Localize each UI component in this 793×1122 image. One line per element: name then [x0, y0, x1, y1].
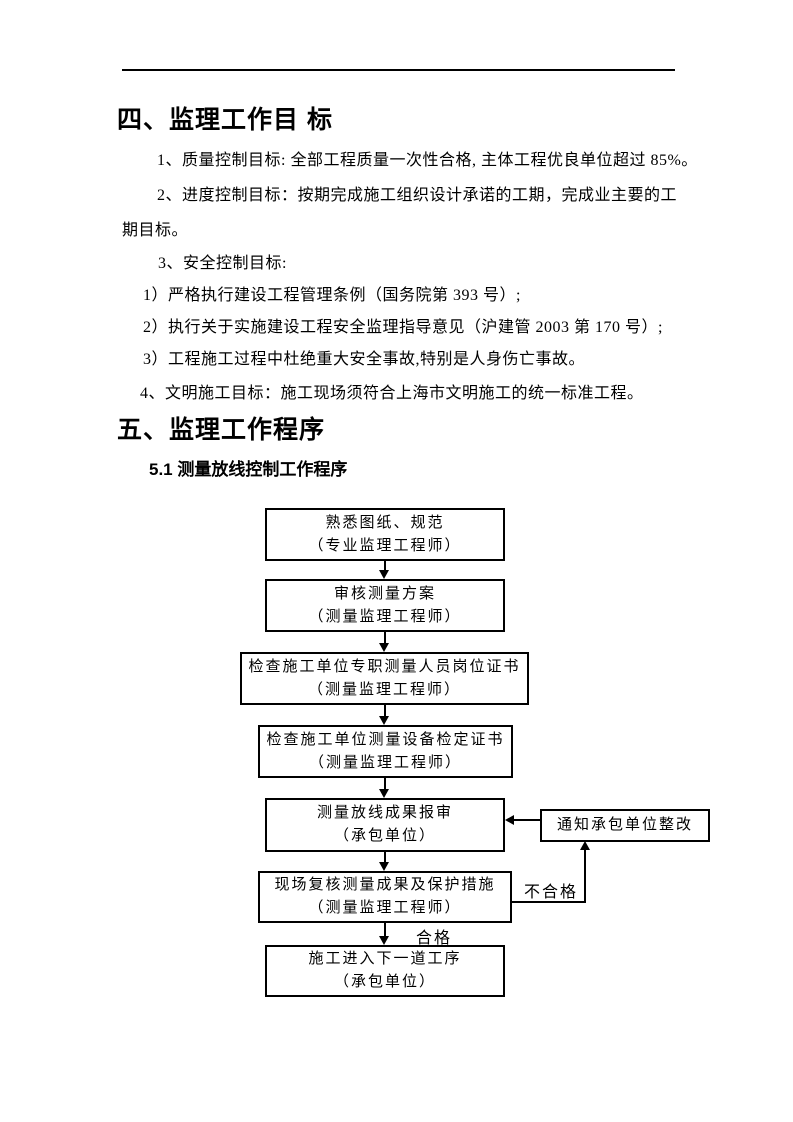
paragraph-civilized-construction-objective: 4、文明施工目标：施工现场须符合上海市文明施工的统一标准工程。 — [140, 385, 644, 402]
fail-path-horizontal-line — [512, 901, 586, 903]
flow-box-familiarize-drawings-line1: 熟悉图纸、规范 — [325, 514, 445, 531]
arrow-down-2-icon — [379, 643, 389, 652]
paragraph-safety-item-1: 1）严格执行建设工程管理条例（国务院第 393 号）; — [143, 287, 521, 304]
arrow-down-4-icon — [379, 789, 389, 798]
flow-box-survey-result-submission-line2: （承包单位） — [333, 828, 436, 844]
flow-box-familiarize-drawings-line2: （专业监理工程师） — [308, 537, 462, 554]
section4-title: 四、监理工作目 标 — [117, 106, 333, 134]
flow-box-review-survey-plan-line2: （测量监理工程师） — [308, 608, 462, 625]
label-fail: 不合格 — [524, 884, 579, 901]
flow-box-next-process-line2: （承包单位） — [333, 974, 436, 990]
fail-path-vertical-line — [584, 849, 586, 903]
header-rule — [122, 69, 675, 71]
arrow-down-6-line — [384, 923, 386, 937]
section5-title: 五、监理工作程序 — [117, 416, 326, 444]
flow-box-check-surveyor-certificates-line1: 检查施工单位专职测量人员岗位证书 — [248, 658, 521, 675]
flow-box-survey-result-submission: 测量放线成果报审 （承包单位） — [265, 798, 505, 852]
flow-box-review-survey-plan-line1: 审核测量方案 — [333, 585, 436, 602]
arrow-down-3-line — [384, 705, 386, 717]
arrow-left-icon — [505, 815, 514, 825]
flow-box-check-equipment-certificates-line2: （测量监理工程师） — [308, 754, 462, 771]
arrow-down-5-icon — [379, 862, 389, 871]
paragraph-safety-item-2: 2）执行关于实施建设工程安全监理指导意见（沪建管 2003 第 170 号）; — [143, 319, 663, 336]
flow-box-notify-rectification: 通知承包单位整改 — [540, 809, 710, 842]
flow-box-site-recheck-line2: （测量监理工程师） — [308, 900, 462, 916]
flow-box-next-process-line1: 施工进入下一道工序 — [308, 951, 462, 967]
paragraph-safety-objective: 3、安全控制目标: — [158, 255, 287, 272]
arrow-down-1-icon — [379, 570, 389, 579]
flow-box-site-recheck-line1: 现场复核测量成果及保护措施 — [274, 877, 496, 893]
flow-box-review-survey-plan: 审核测量方案 （测量监理工程师） — [265, 579, 505, 632]
paragraph-schedule-objective-wrap: 期目标。 — [122, 222, 189, 239]
arrow-down-2-line — [384, 632, 386, 644]
paragraph-safety-item-3: 3）工程施工过程中杜绝重大安全事故,特别是人身伤亡事故。 — [143, 351, 586, 368]
paragraph-schedule-objective: 2、进度控制目标：按期完成施工组织设计承诺的工期，完成业主要的工 — [157, 187, 678, 204]
flow-box-site-recheck: 现场复核测量成果及保护措施 （测量监理工程师） — [258, 871, 512, 923]
flow-box-check-equipment-certificates: 检查施工单位测量设备检定证书 （测量监理工程师） — [258, 725, 513, 778]
flow-box-check-equipment-certificates-line1: 检查施工单位测量设备检定证书 — [266, 731, 505, 748]
flow-box-check-surveyor-certificates-line2: （测量监理工程师） — [307, 681, 461, 698]
section5-subtitle: 5.1 测量放线控制工作程序 — [149, 460, 348, 479]
flow-box-familiarize-drawings: 熟悉图纸、规范 （专业监理工程师） — [265, 508, 505, 561]
arrow-down-3-icon — [379, 716, 389, 725]
arrow-rework-line — [513, 819, 540, 821]
arrow-down-1-line — [384, 561, 386, 571]
label-pass: 合格 — [416, 930, 453, 947]
arrow-down-4-line — [384, 778, 386, 790]
flow-box-check-surveyor-certificates: 检查施工单位专职测量人员岗位证书 （测量监理工程师） — [240, 652, 529, 705]
arrow-down-5-line — [384, 852, 386, 863]
arrow-up-icon — [580, 841, 590, 850]
flow-box-notify-rectification-line1: 通知承包单位整改 — [556, 817, 693, 833]
arrow-down-6-icon — [379, 936, 389, 945]
flow-box-survey-result-submission-line1: 测量放线成果报审 — [316, 805, 453, 821]
paragraph-quality-objective: 1、质量控制目标: 全部工程质量一次性合格, 主体工程优良单位超过 85%。 — [157, 152, 698, 169]
flow-box-next-process: 施工进入下一道工序 （承包单位） — [265, 945, 505, 997]
